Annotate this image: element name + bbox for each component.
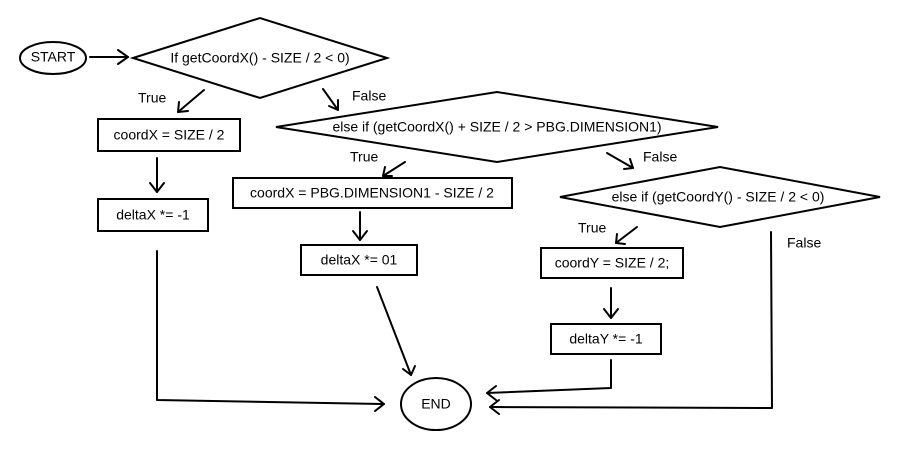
arrow-decision-1-true bbox=[177, 89, 205, 113]
process-coordx-size: coordX = SIZE / 2 bbox=[97, 118, 241, 152]
arrow-coordx-to-deltax bbox=[149, 157, 165, 193]
decision-1-label: If getCoordX() - SIZE / 2 < 0) bbox=[170, 50, 349, 66]
arrow-decision-2-false bbox=[606, 152, 634, 170]
decision-3-label: else if (getCoordY() - SIZE / 2 < 0) bbox=[612, 189, 825, 205]
end-label: END bbox=[421, 396, 451, 412]
arrow-decision-3-false-to-end bbox=[489, 231, 773, 415]
process-deltay-neg: deltaY *= -1 bbox=[550, 323, 662, 355]
arrow-decision-2-true bbox=[382, 161, 406, 177]
process-deltax-neg: deltaX *= -1 bbox=[97, 198, 209, 232]
process-coordy-size: coordY = SIZE / 2; bbox=[540, 247, 684, 279]
arrow-coordy-to-deltay bbox=[603, 287, 619, 319]
process-coordx-dimension-label: coordX = PBG.DIMENSION1 - SIZE / 2 bbox=[250, 185, 494, 201]
arrow-start-to-decision-1 bbox=[89, 49, 129, 65]
decision-2-label: else if (getCoordX() + SIZE / 2 > PBG.DI… bbox=[332, 119, 661, 135]
false-label-1: False bbox=[352, 88, 386, 104]
decision-2: else if (getCoordX() + SIZE / 2 > PBG.DI… bbox=[275, 90, 719, 164]
process-deltax-neg-label: deltaX *= -1 bbox=[116, 207, 190, 223]
true-label-3: True bbox=[578, 220, 606, 236]
process-coordx-size-label: coordX = SIZE / 2 bbox=[114, 127, 225, 143]
start-label: START bbox=[31, 49, 76, 65]
decision-1: If getCoordX() - SIZE / 2 < 0) bbox=[129, 16, 391, 100]
true-label-2: True bbox=[350, 149, 378, 165]
arrow-deltay-to-end bbox=[486, 359, 612, 401]
end-node: END bbox=[400, 377, 472, 431]
process-coordy-size-label: coordY = SIZE / 2; bbox=[555, 255, 670, 271]
arrow-coordx-dimension-to-deltax bbox=[352, 211, 368, 241]
start-node: START bbox=[19, 41, 87, 75]
process-deltax-01-label: deltaX *= 01 bbox=[321, 252, 398, 268]
decision-3: else if (getCoordY() - SIZE / 2 < 0) bbox=[559, 165, 881, 229]
arrow-deltax01-to-end bbox=[376, 286, 416, 376]
false-label-2: False bbox=[643, 149, 677, 165]
arrow-deltax-to-end-left bbox=[156, 250, 385, 412]
arrow-decision-1-false bbox=[322, 88, 339, 111]
true-label-1: True bbox=[138, 90, 166, 106]
process-coordx-dimension: coordX = PBG.DIMENSION1 - SIZE / 2 bbox=[232, 177, 513, 209]
arrow-decision-3-true bbox=[615, 226, 638, 245]
false-label-3: False bbox=[787, 235, 821, 251]
process-deltax-01: deltaX *= 01 bbox=[300, 244, 418, 276]
process-deltay-neg-label: deltaY *= -1 bbox=[569, 331, 643, 347]
